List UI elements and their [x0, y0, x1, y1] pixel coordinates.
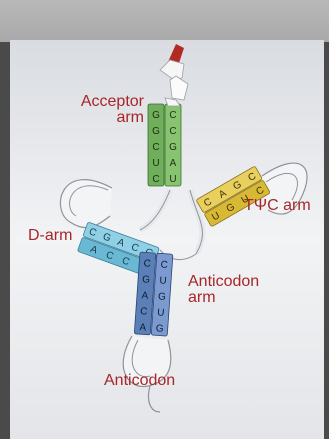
acceptor-arm-label-line2: arm	[52, 110, 144, 126]
svg-text:U: U	[152, 158, 159, 169]
anticodon-arm-label-line2: arm	[188, 290, 259, 306]
svg-text:G: G	[155, 323, 164, 335]
acceptor-arm-label-line1: Acceptor	[52, 94, 144, 110]
tpsic-arm-label: TΨC arm	[244, 198, 311, 214]
svg-text:G: G	[169, 142, 177, 153]
svg-text:C: C	[160, 259, 168, 270]
svg-text:U: U	[159, 275, 167, 286]
svg-text:C: C	[140, 306, 148, 317]
anticodon-arm-label: Anticodon arm	[188, 274, 259, 306]
svg-text:A: A	[141, 290, 149, 301]
anticodon-arm-label-line1: Anticodon	[188, 274, 259, 290]
acceptor-arm-label: Acceptor arm	[52, 94, 144, 126]
svg-text:G: G	[152, 110, 160, 121]
svg-text:U: U	[157, 307, 165, 318]
tpsic-arm-label-text: TΨC arm	[244, 197, 311, 214]
top-bar	[0, 0, 329, 42]
svg-text:C: C	[169, 126, 176, 137]
svg-text:G: G	[152, 126, 160, 137]
anticodon-label-text: Anticodon	[104, 372, 175, 389]
anticodon-label: Anticodon	[104, 373, 175, 389]
svg-text:A: A	[139, 322, 147, 333]
d-arm-label-text: D-arm	[28, 227, 72, 244]
svg-text:C: C	[143, 258, 151, 269]
svg-text:C: C	[152, 174, 159, 185]
d-arm-label: D-arm	[28, 228, 72, 244]
svg-text:G: G	[158, 291, 167, 303]
svg-text:C: C	[169, 110, 176, 121]
svg-text:U: U	[169, 174, 176, 185]
svg-text:G: G	[142, 274, 151, 286]
svg-text:A: A	[170, 158, 177, 169]
svg-text:C: C	[152, 142, 159, 153]
